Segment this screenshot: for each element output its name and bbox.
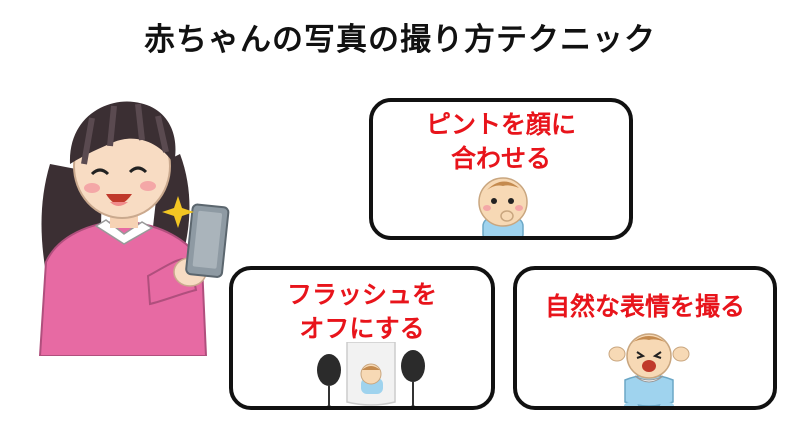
tip-caption: ピントを顔に 合わせる: [373, 108, 629, 176]
tip-line: フラッシュを: [286, 280, 437, 309]
page-title: 赤ちゃんの写真の撮り方テクニック: [144, 22, 656, 58]
tip-card-focus-on-face: ピントを顔に 合わせる: [369, 98, 633, 240]
baby-in-photo-studio-illustration: [317, 342, 425, 406]
tip-line: 合わせる: [450, 144, 551, 173]
tip-line: オフにする: [299, 314, 425, 343]
tip-card-flash-off: フラッシュを オフにする: [229, 266, 495, 410]
tip-caption: 自然な表情を撮る: [517, 290, 773, 324]
woman-taking-photo-illustration: [38, 101, 230, 356]
tip-caption: フラッシュを オフにする: [233, 278, 491, 346]
tip-line: ピントを顔に: [425, 110, 576, 139]
crying-baby-illustration: [608, 333, 690, 406]
tip-card-natural-expression: 自然な表情を撮る: [513, 266, 777, 410]
baby-thumb-in-mouth-illustration: [478, 177, 528, 236]
sparkle-icon: [162, 196, 194, 228]
tip-line: 自然な表情を撮る: [544, 292, 745, 321]
